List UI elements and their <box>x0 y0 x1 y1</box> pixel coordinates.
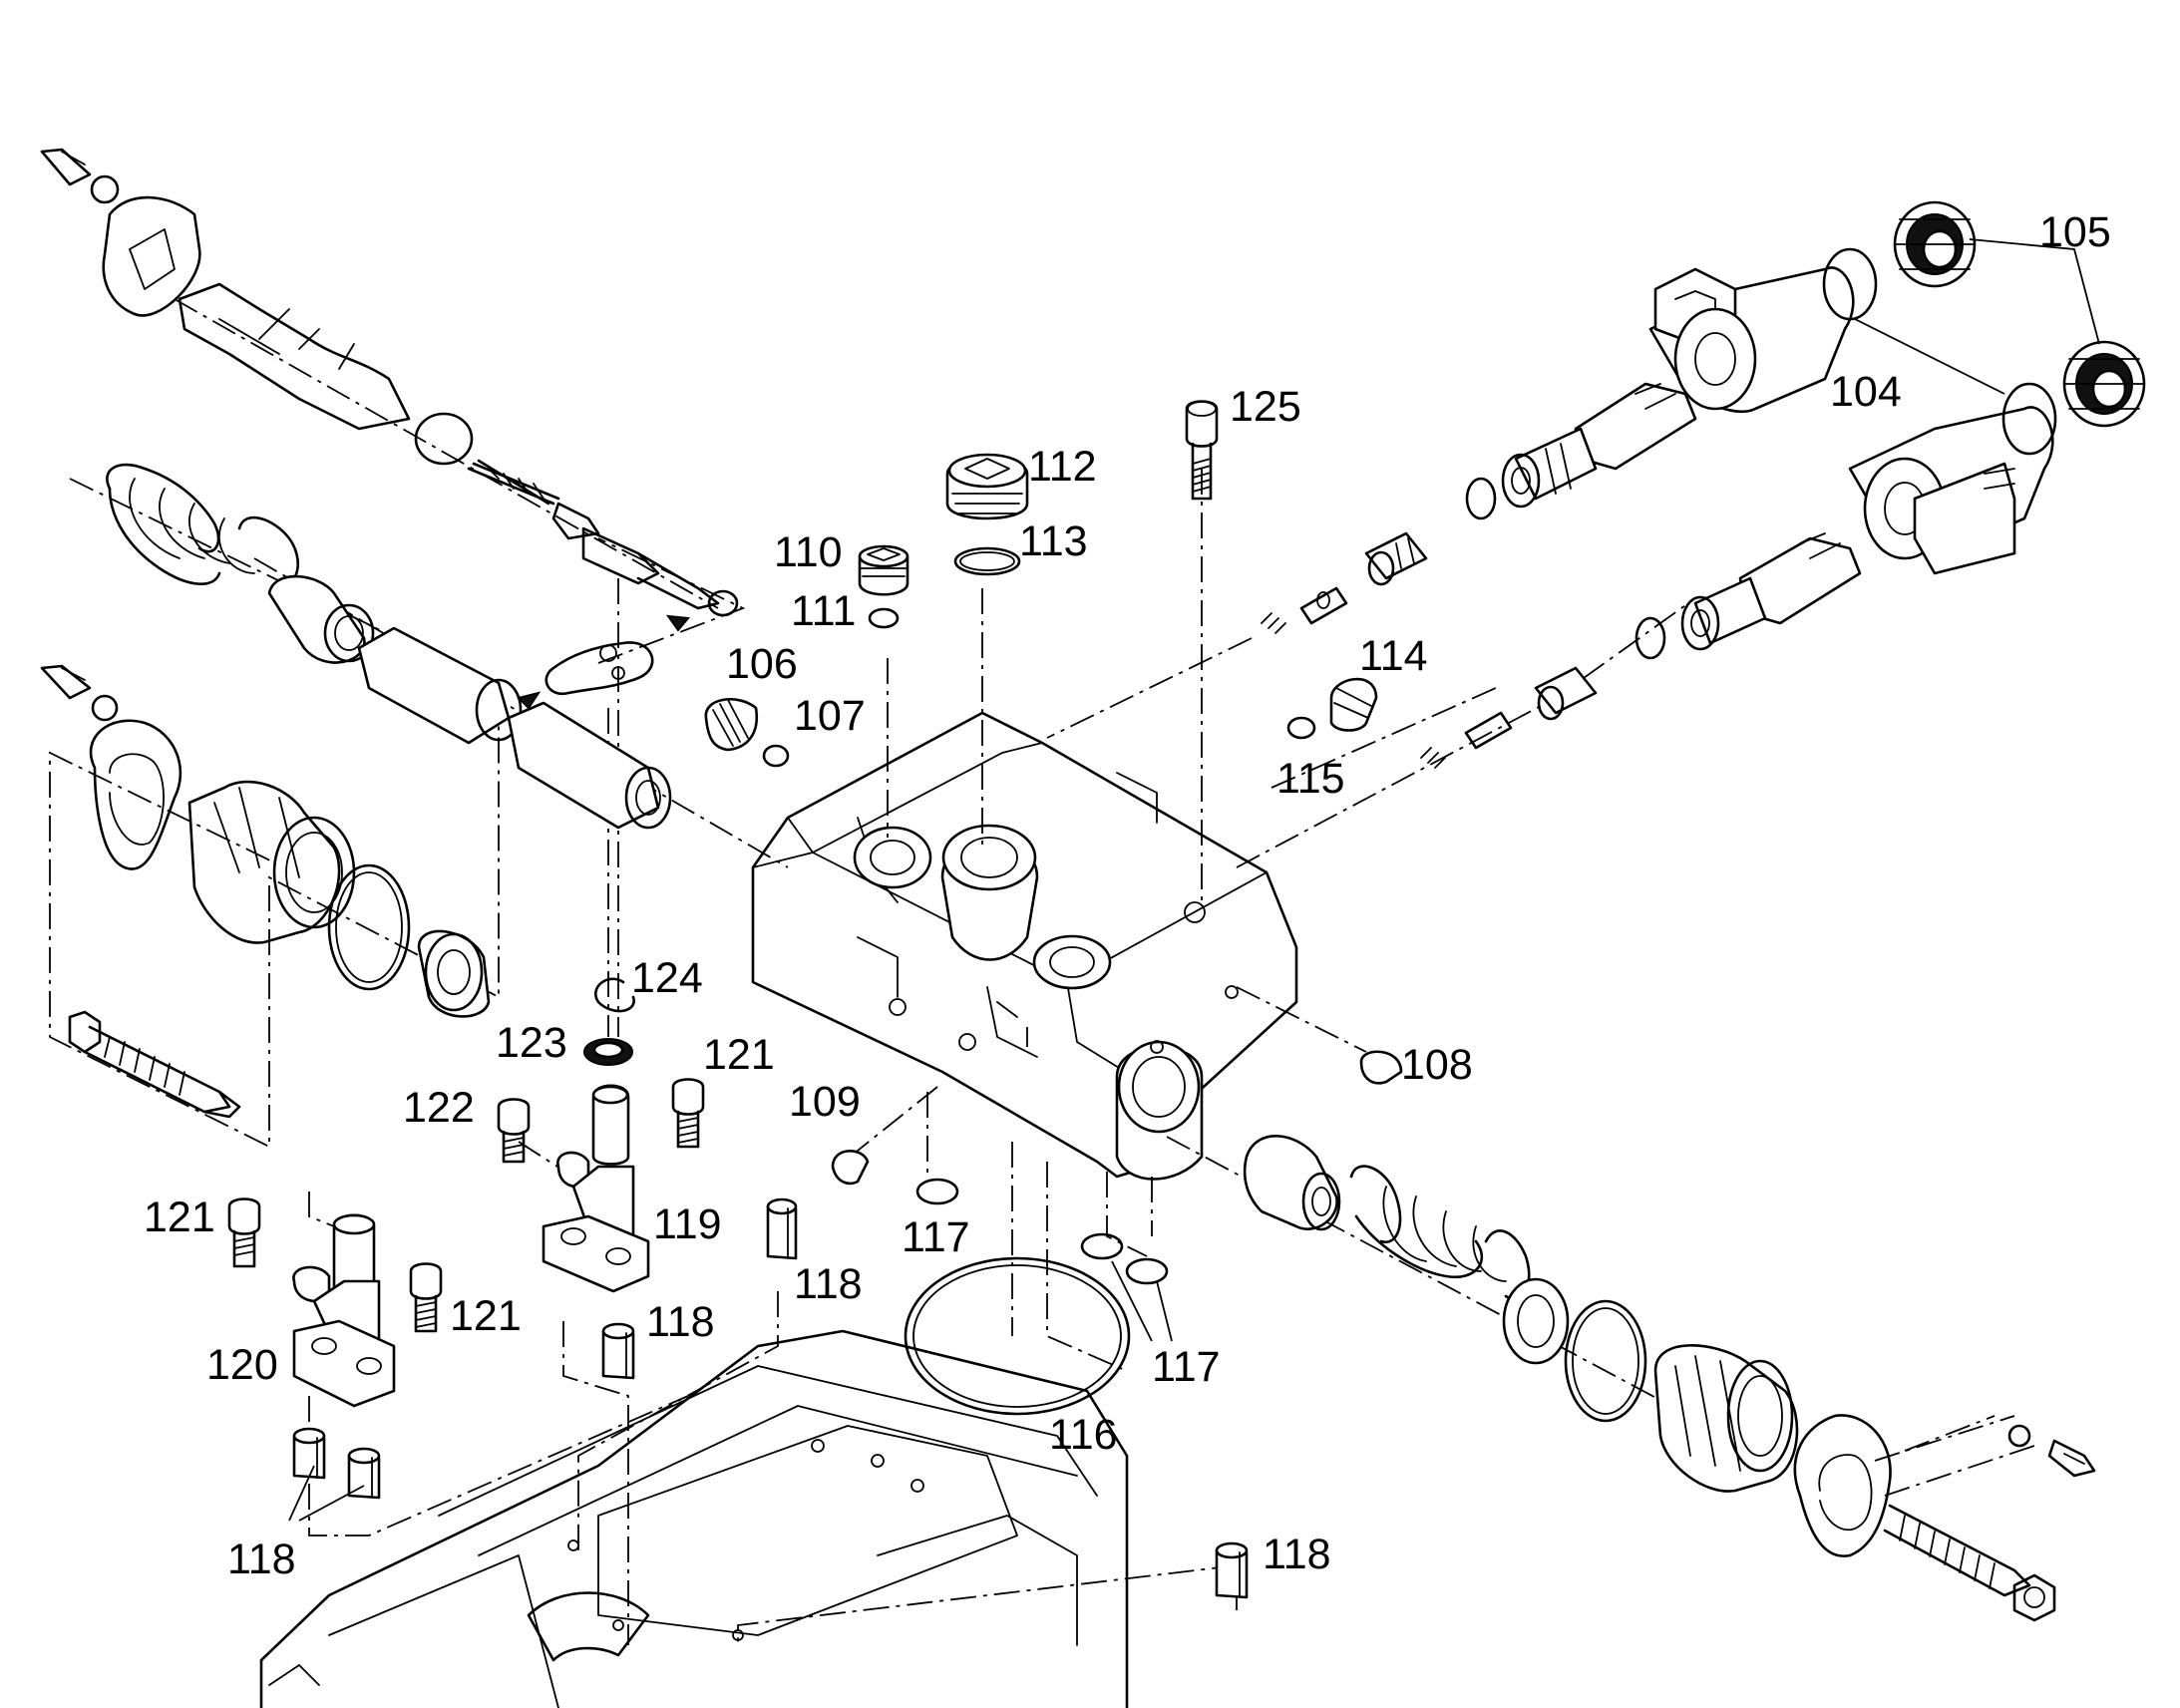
callout-110: 110 <box>774 528 843 576</box>
leader-105 <box>1969 238 2100 345</box>
o-ring-116 <box>904 1256 1131 1416</box>
callout-120: 120 <box>206 1341 278 1389</box>
plugs-top <box>704 453 1029 768</box>
callout-117-b: 117 <box>1152 1343 1221 1391</box>
callout-118-a: 118 <box>794 1260 863 1308</box>
screw-121-b <box>227 1197 261 1268</box>
bushing-118-c <box>292 1427 381 1500</box>
callout-124: 124 <box>631 954 703 1002</box>
adapter-120 <box>292 1213 396 1408</box>
leader-104 <box>1854 318 2005 395</box>
callout-105: 105 <box>2039 208 2111 256</box>
adapter-119 <box>542 1084 650 1293</box>
callout-117-a: 117 <box>902 1213 970 1261</box>
screw-125 <box>1185 400 1219 501</box>
left-spool-assembly <box>40 148 739 830</box>
callout-116: 116 <box>1049 1411 1118 1459</box>
callout-118-d: 118 <box>1263 1531 1331 1578</box>
snap-ring-124 <box>594 977 635 1013</box>
callout-109: 109 <box>789 1078 861 1126</box>
plug-108 <box>1359 1050 1403 1085</box>
seal-117-c <box>1125 1257 1169 1285</box>
pump-housing <box>259 1329 1129 1708</box>
bushing-118-d <box>1215 1541 1249 1599</box>
callout-104: 104 <box>1830 368 1902 416</box>
callout-122: 122 <box>403 1084 475 1132</box>
callout-114: 114 <box>1359 632 1428 680</box>
screw-122 <box>497 1098 531 1164</box>
right-spool-assembly <box>1243 1135 2096 1622</box>
callout-125: 125 <box>1230 383 1301 431</box>
callout-123: 123 <box>496 1019 567 1067</box>
callout-107: 107 <box>794 692 866 740</box>
leader-117 <box>1111 1260 1173 1342</box>
plug-114 <box>1286 677 1378 740</box>
callout-113: 113 <box>1019 517 1088 565</box>
callout-106: 106 <box>726 640 798 688</box>
nut-105-upper <box>1893 200 1977 288</box>
callout-115: 115 <box>1276 755 1345 803</box>
callout-112: 112 <box>1028 443 1097 491</box>
o-ring-116-inner <box>912 1264 1122 1408</box>
plug-109 <box>831 1150 870 1186</box>
callout-121-b: 121 <box>144 1194 215 1241</box>
screw-121-a <box>671 1078 705 1149</box>
callout-118-c: 118 <box>227 1536 296 1583</box>
callout-121-a: 121 <box>703 1031 775 1079</box>
solenoid-lower <box>1420 406 2054 769</box>
callout-119: 119 <box>653 1200 722 1248</box>
left-cover-assembly <box>40 664 491 1119</box>
bushing-118-b <box>601 1322 635 1380</box>
seal-117-b <box>1080 1232 1124 1260</box>
callout-121-c: 121 <box>450 1292 522 1340</box>
o-ring-104-upper <box>1822 247 1878 321</box>
callout-labels: 105 104 125 112 113 110 111 106 107 114 … <box>144 208 2111 1583</box>
nut-105-lower <box>2062 340 2146 428</box>
seal-117-a <box>915 1178 959 1205</box>
callout-118-b: 118 <box>646 1298 715 1346</box>
callout-111: 111 <box>791 587 856 635</box>
callout-108: 108 <box>1401 1041 1473 1089</box>
leader-118-c <box>288 1465 365 1522</box>
solenoid-upper <box>1261 266 1855 634</box>
valve-block <box>751 711 1298 1181</box>
o-ring-104-lower <box>2001 382 2057 456</box>
bushing-118-a <box>766 1197 798 1260</box>
screw-121-c <box>409 1262 443 1333</box>
